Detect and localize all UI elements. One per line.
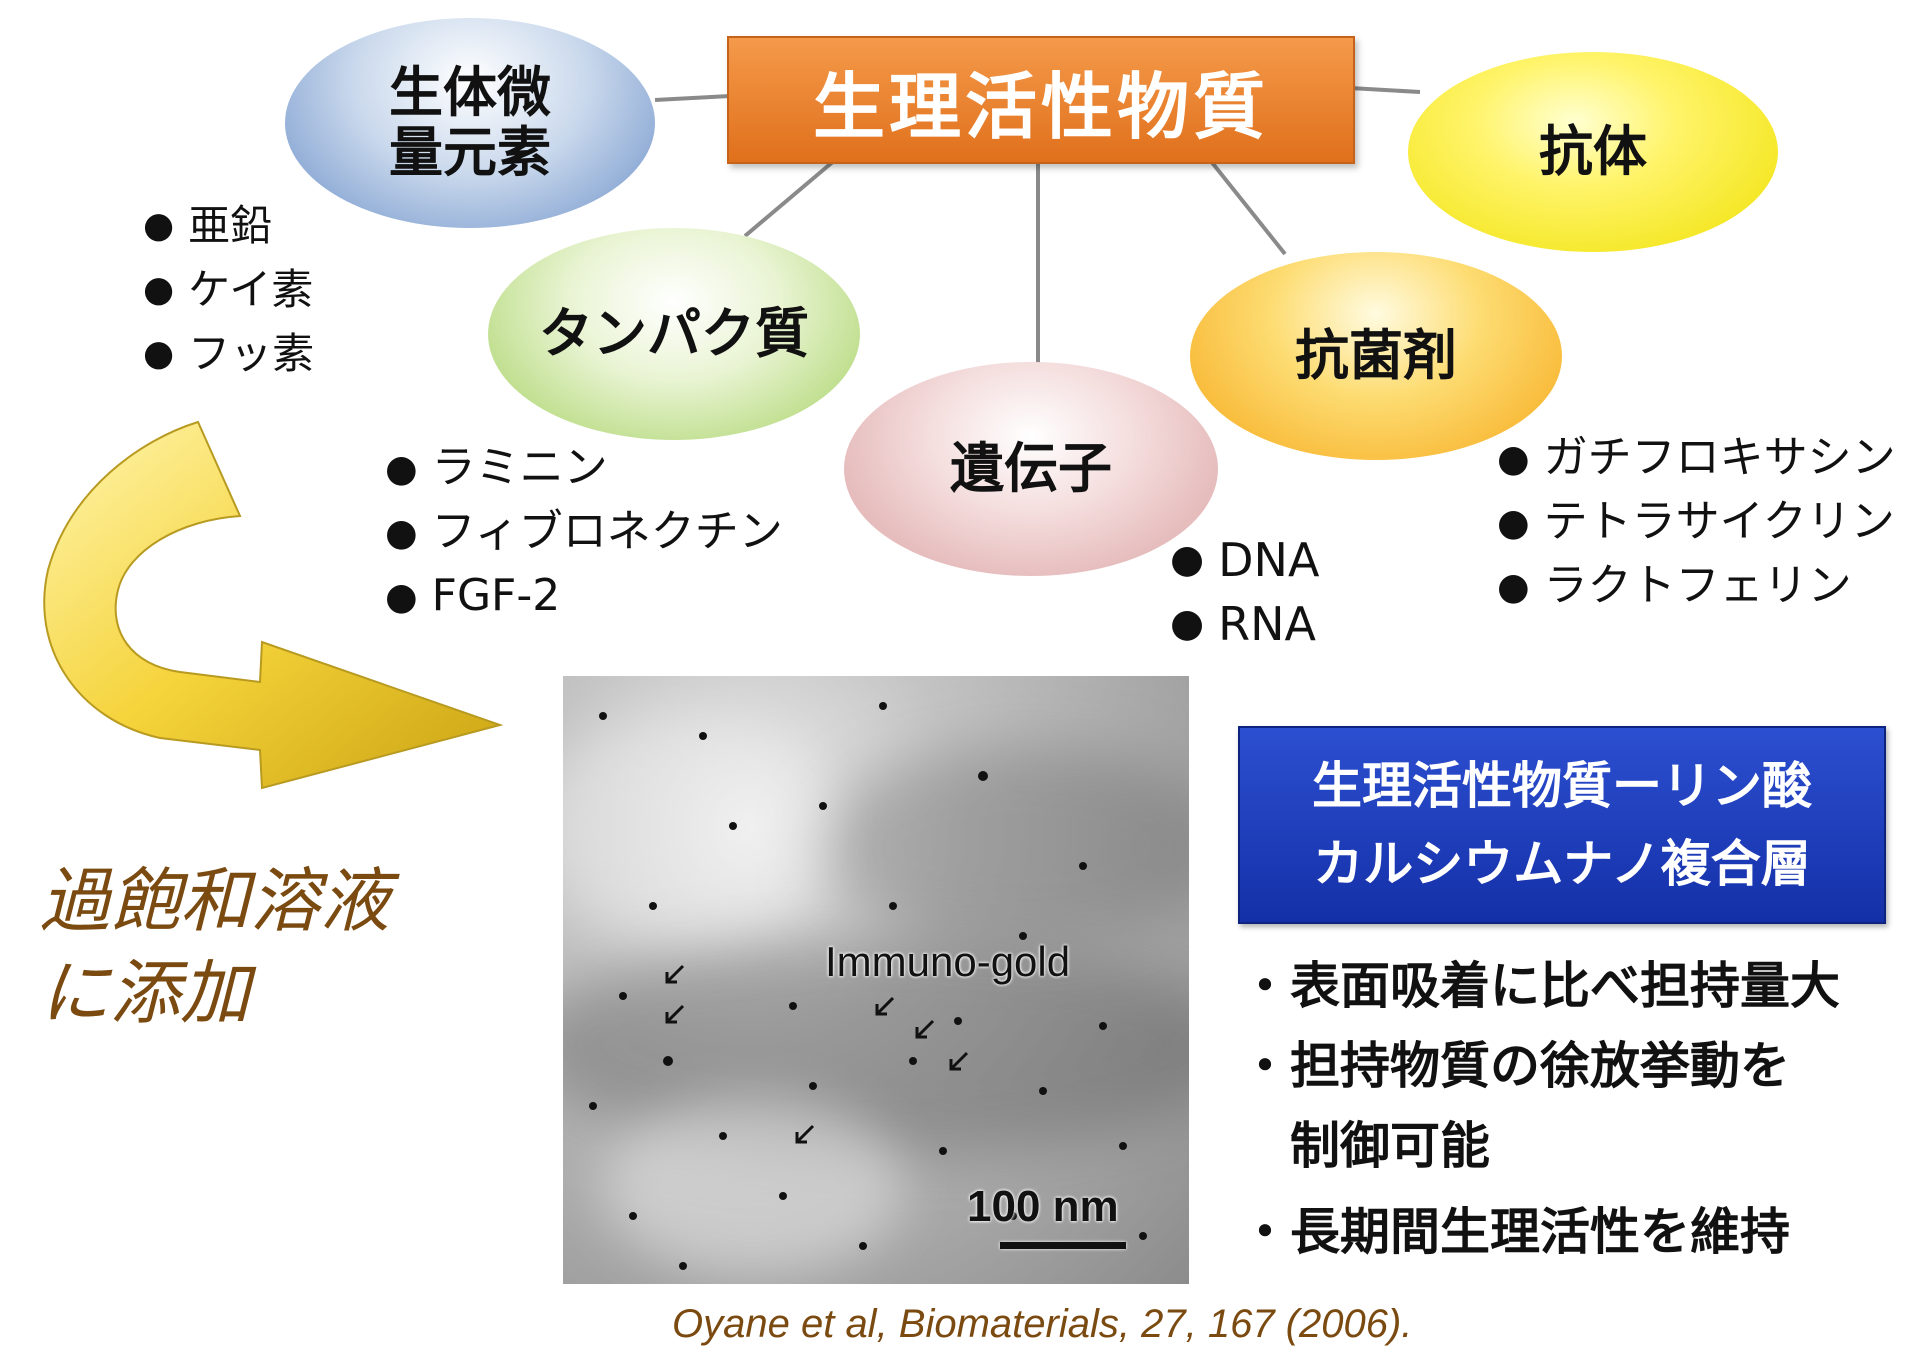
trace-elements-list: ●亜鉛 ●ケイ素 ●フッ素 xyxy=(143,194,314,386)
benefit-item: ・担持物質の徐放挙動を xyxy=(1240,1037,1790,1095)
antibody-label: 抗体 xyxy=(1539,119,1647,183)
benefit-item: ・表面吸着に比べ担持量大 xyxy=(1240,957,1840,1015)
benefit-item: ・長期間生理活性を維持 xyxy=(1240,1203,1790,1261)
list-item: ●ラミニン xyxy=(385,442,608,493)
immuno-gold-label: Immuno-gold xyxy=(825,938,1071,985)
node-trace-elements: 生体微 量元素 xyxy=(285,18,655,228)
list-item: ●ガチフロキサシン xyxy=(1497,432,1896,483)
node-antibacterial: 抗菌剤 xyxy=(1190,252,1562,460)
list-item: ●RNA xyxy=(1170,597,1316,651)
citation: Oyane et al, Biomaterials, 27, 167 (2006… xyxy=(672,1302,1413,1346)
list-item: ●フィブロネクチン xyxy=(385,506,783,557)
list-item: ●ラクトフェリン xyxy=(1497,560,1852,611)
trace-elements-label-2: 量元素 xyxy=(389,121,551,184)
list-item: ●DNA xyxy=(1170,533,1320,587)
curved-arrow-icon xyxy=(43,420,504,790)
result-box: 生理活性物質ーリン酸 カルシウムナノ複合層 xyxy=(1238,726,1886,924)
list-item: ●ケイ素 xyxy=(143,265,314,314)
antibacterial-label: 抗菌剤 xyxy=(1295,323,1457,387)
protein-label: タンパク質 xyxy=(539,301,809,365)
gene-label: 遺伝子 xyxy=(950,436,1112,500)
root-label: 生理活性物質 xyxy=(812,64,1269,149)
node-protein: タンパク質 xyxy=(488,228,860,440)
immuno-gold-particles xyxy=(589,702,1147,1270)
tem-micrograph: Immuno-gold 100 nm xyxy=(563,676,1189,1284)
root-box: 生理活性物質 xyxy=(727,36,1355,164)
scale-bar-label: 100 nm xyxy=(967,1182,1119,1231)
node-antibody: 抗体 xyxy=(1408,52,1778,252)
result-box-line-1: 生理活性物質ーリン酸 xyxy=(1312,757,1812,815)
gene-list: ●DNA ●RNA xyxy=(1170,528,1319,656)
result-box-line-2: カルシウムナノ複合層 xyxy=(1313,835,1811,893)
connector-protein xyxy=(743,158,837,238)
benefits-list: ・表面吸着に比べ担持量大 ・担持物質の徐放挙動を 制御可能 ・長期間生理活性を維… xyxy=(1240,946,1840,1272)
process-label-line-1: 過飽和溶液 xyxy=(40,860,390,942)
list-item: ●亜鉛 xyxy=(143,201,273,250)
scale-bar xyxy=(1000,1242,1126,1249)
connector-antibacterial xyxy=(1208,158,1287,256)
antibacterial-list: ●ガチフロキサシン ●テトラサイクリン ●ラクトフェリン xyxy=(1497,426,1896,618)
node-gene: 遺伝子 xyxy=(844,362,1218,576)
benefit-item: 制御可能 xyxy=(1240,1117,1490,1175)
list-item: ●テトラサイクリン xyxy=(1497,496,1895,547)
protein-list: ●ラミニン ●フィブロネクチン ●FGF-2 xyxy=(385,436,783,628)
list-item: ●フッ素 xyxy=(143,329,315,378)
process-label: 過飽和溶液 に添加 xyxy=(40,855,390,1039)
trace-elements-label-1: 生体微 xyxy=(389,60,551,124)
connector-trace-elements xyxy=(654,94,731,102)
process-label-line-2: に添加 xyxy=(40,952,250,1034)
list-item: ●FGF-2 xyxy=(385,570,561,621)
connector-antibody xyxy=(1349,86,1421,94)
